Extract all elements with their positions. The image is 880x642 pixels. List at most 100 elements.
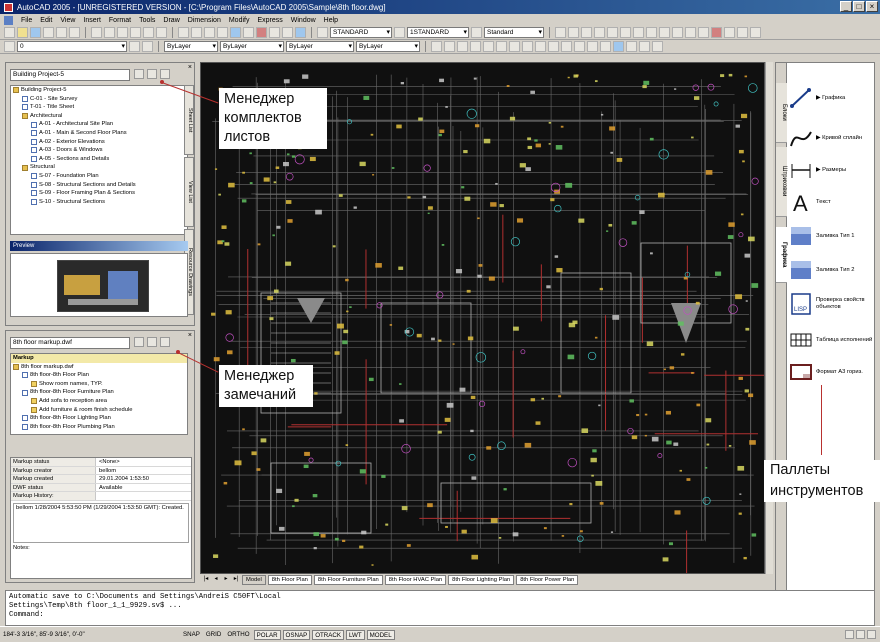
dim-style-icon[interactable] <box>394 27 405 38</box>
status-toggle-grid[interactable]: GRID <box>205 630 222 638</box>
save-icon[interactable] <box>30 27 41 38</box>
redo-icon[interactable] <box>156 27 167 38</box>
tab-graphics[interactable]: Графика <box>776 227 787 283</box>
attribute-icon[interactable] <box>646 27 657 38</box>
markup-history-field[interactable]: bellom 1/28/2004 5:53:50 PM (1/29/2004 1… <box>13 502 189 543</box>
polyline-icon[interactable] <box>457 41 468 52</box>
sheet-set-icon[interactable] <box>269 27 280 38</box>
communication-center-icon[interactable] <box>845 630 854 639</box>
prev-tab-icon[interactable]: ◂ <box>214 576 218 582</box>
status-toggle-lwt[interactable]: LWT <box>346 629 365 640</box>
text-style-select[interactable]: STANDARD <box>330 27 392 38</box>
layout-tab[interactable]: 8th Floor Furniture Plan <box>313 574 383 585</box>
tab-blocks[interactable]: Блоки <box>776 83 787 143</box>
menu-item-edit[interactable]: Edit <box>40 16 53 24</box>
maximize-icon[interactable]: □ <box>853 1 865 12</box>
lock-icon[interactable] <box>856 630 865 639</box>
palette-tool[interactable]: Заливка Тип 2 <box>789 255 873 285</box>
area-icon[interactable] <box>568 27 579 38</box>
property-value[interactable]: <None> <box>99 459 120 465</box>
status-toggle-osnap[interactable]: OSNAP <box>282 629 311 640</box>
tree-item[interactable]: 8th floor-8th Floor Plan <box>11 371 187 380</box>
circle-icon[interactable] <box>509 41 520 52</box>
property-value[interactable]: Available <box>99 484 123 491</box>
tree-item[interactable]: A-01 - Architectural Site Plan <box>11 120 187 129</box>
dim-style-select[interactable]: 1STANDARD <box>407 27 469 38</box>
republish-icon[interactable] <box>134 337 144 347</box>
tree-item[interactable]: Show room names, TYP. <box>11 380 187 389</box>
property-value[interactable]: bellom <box>99 467 117 474</box>
tree-item[interactable]: C-01 - Site Survey <box>11 95 187 104</box>
menu-item-view[interactable]: View <box>60 16 76 24</box>
last-tab-icon[interactable]: ▸| <box>233 576 239 582</box>
help-icon[interactable] <box>295 27 306 38</box>
publish-icon[interactable] <box>147 69 157 79</box>
status-toggle-otrack[interactable]: OTRACK <box>312 629 345 640</box>
revision-cloud-icon[interactable] <box>522 41 533 52</box>
new-sheet-icon[interactable] <box>134 69 144 79</box>
polygon-icon[interactable] <box>470 41 481 52</box>
tab-hatches[interactable]: Штриховки <box>776 147 787 217</box>
polyline-icon[interactable] <box>685 27 696 38</box>
menu-item-window[interactable]: Window <box>290 16 316 24</box>
open-icon[interactable] <box>17 27 28 38</box>
undo-icon[interactable] <box>143 27 154 38</box>
layout-tab[interactable]: 8th Floor Power Plan <box>516 574 579 585</box>
palette-tool[interactable]: ▶ Размеры <box>789 155 873 185</box>
publish-icon[interactable] <box>69 27 80 38</box>
close-icon[interactable]: × <box>187 332 192 339</box>
pan-icon[interactable] <box>178 27 189 38</box>
array-icon[interactable] <box>737 27 748 38</box>
clean-screen-icon[interactable] <box>867 630 876 639</box>
tree-item[interactable]: Markup <box>11 354 187 363</box>
palette-tool[interactable]: ▶ Кривой сплайн <box>789 123 873 153</box>
line-icon[interactable] <box>431 41 442 52</box>
plotstyle-select[interactable]: ByLayer <box>356 41 420 52</box>
ellipse-icon[interactable] <box>548 41 559 52</box>
spline-icon[interactable] <box>535 41 546 52</box>
tree-item[interactable]: T-01 - Title Sheet <box>11 103 187 112</box>
next-tab-icon[interactable]: ▸ <box>224 576 228 582</box>
layout-tab[interactable]: 8th Floor Lighting Plan <box>448 574 515 585</box>
table-style-select[interactable]: Standard <box>484 27 544 38</box>
rectangle-icon[interactable] <box>483 41 494 52</box>
palette-tool[interactable]: Заливка Тип 1 <box>789 221 873 251</box>
color-select[interactable]: ByLayer <box>164 41 218 52</box>
status-toggle-ortho[interactable]: ORTHO <box>227 630 250 638</box>
zoom-previous-icon[interactable] <box>217 27 228 38</box>
block-icon[interactable] <box>633 27 644 38</box>
menu-item-format[interactable]: Format <box>108 16 132 24</box>
tree-item[interactable]: 8th floor markup.dwf <box>11 363 187 372</box>
tree-item[interactable]: A-02 - Exterior Elevations <box>11 138 187 147</box>
autocad-app-icon[interactable] <box>4 2 13 12</box>
palette-tool[interactable]: Формат А3 гориз. <box>789 357 873 387</box>
menu-item-dimension[interactable]: Dimension <box>187 16 221 24</box>
markup-set-icon[interactable] <box>282 27 293 38</box>
tree-item[interactable]: 8th floor-8th Floor Furniture Plan <box>11 388 187 397</box>
tree-item[interactable]: A-03 - Doors & Windows <box>11 146 187 155</box>
list-icon[interactable] <box>594 27 605 38</box>
tree-item[interactable]: S-09 - Floor Framing Plan & Sections <box>11 189 187 198</box>
first-tab-icon[interactable]: |◂ <box>203 576 209 582</box>
menu-item-tools[interactable]: Tools <box>139 16 156 24</box>
view-dwf-icon[interactable] <box>160 337 170 347</box>
offset-icon[interactable] <box>698 27 709 38</box>
close-icon[interactable]: × <box>187 64 192 71</box>
menu-item-express[interactable]: Express <box>257 16 283 24</box>
tree-item[interactable]: S-08 - Structural Sections and Details <box>11 181 187 190</box>
arc-icon[interactable] <box>496 41 507 52</box>
coordinates-readout[interactable]: 184'-3 3/16", 85'-9 3/16", 0'-0" <box>3 631 85 638</box>
layer-select[interactable]: 0 <box>17 41 127 52</box>
menu-item-modify[interactable]: Modify <box>228 16 250 24</box>
markup-set-select[interactable]: 8th floor markup.dwf <box>10 337 130 349</box>
tree-item[interactable]: Structural <box>11 163 187 172</box>
table-icon[interactable] <box>639 41 650 52</box>
tab-sheet-list[interactable]: Sheet List <box>184 85 194 155</box>
tree-item[interactable]: S-10 - Structural Sections <box>11 198 187 207</box>
view-dwg-icon[interactable] <box>147 337 157 347</box>
distance-icon[interactable] <box>555 27 566 38</box>
region-icon[interactable] <box>581 27 592 38</box>
